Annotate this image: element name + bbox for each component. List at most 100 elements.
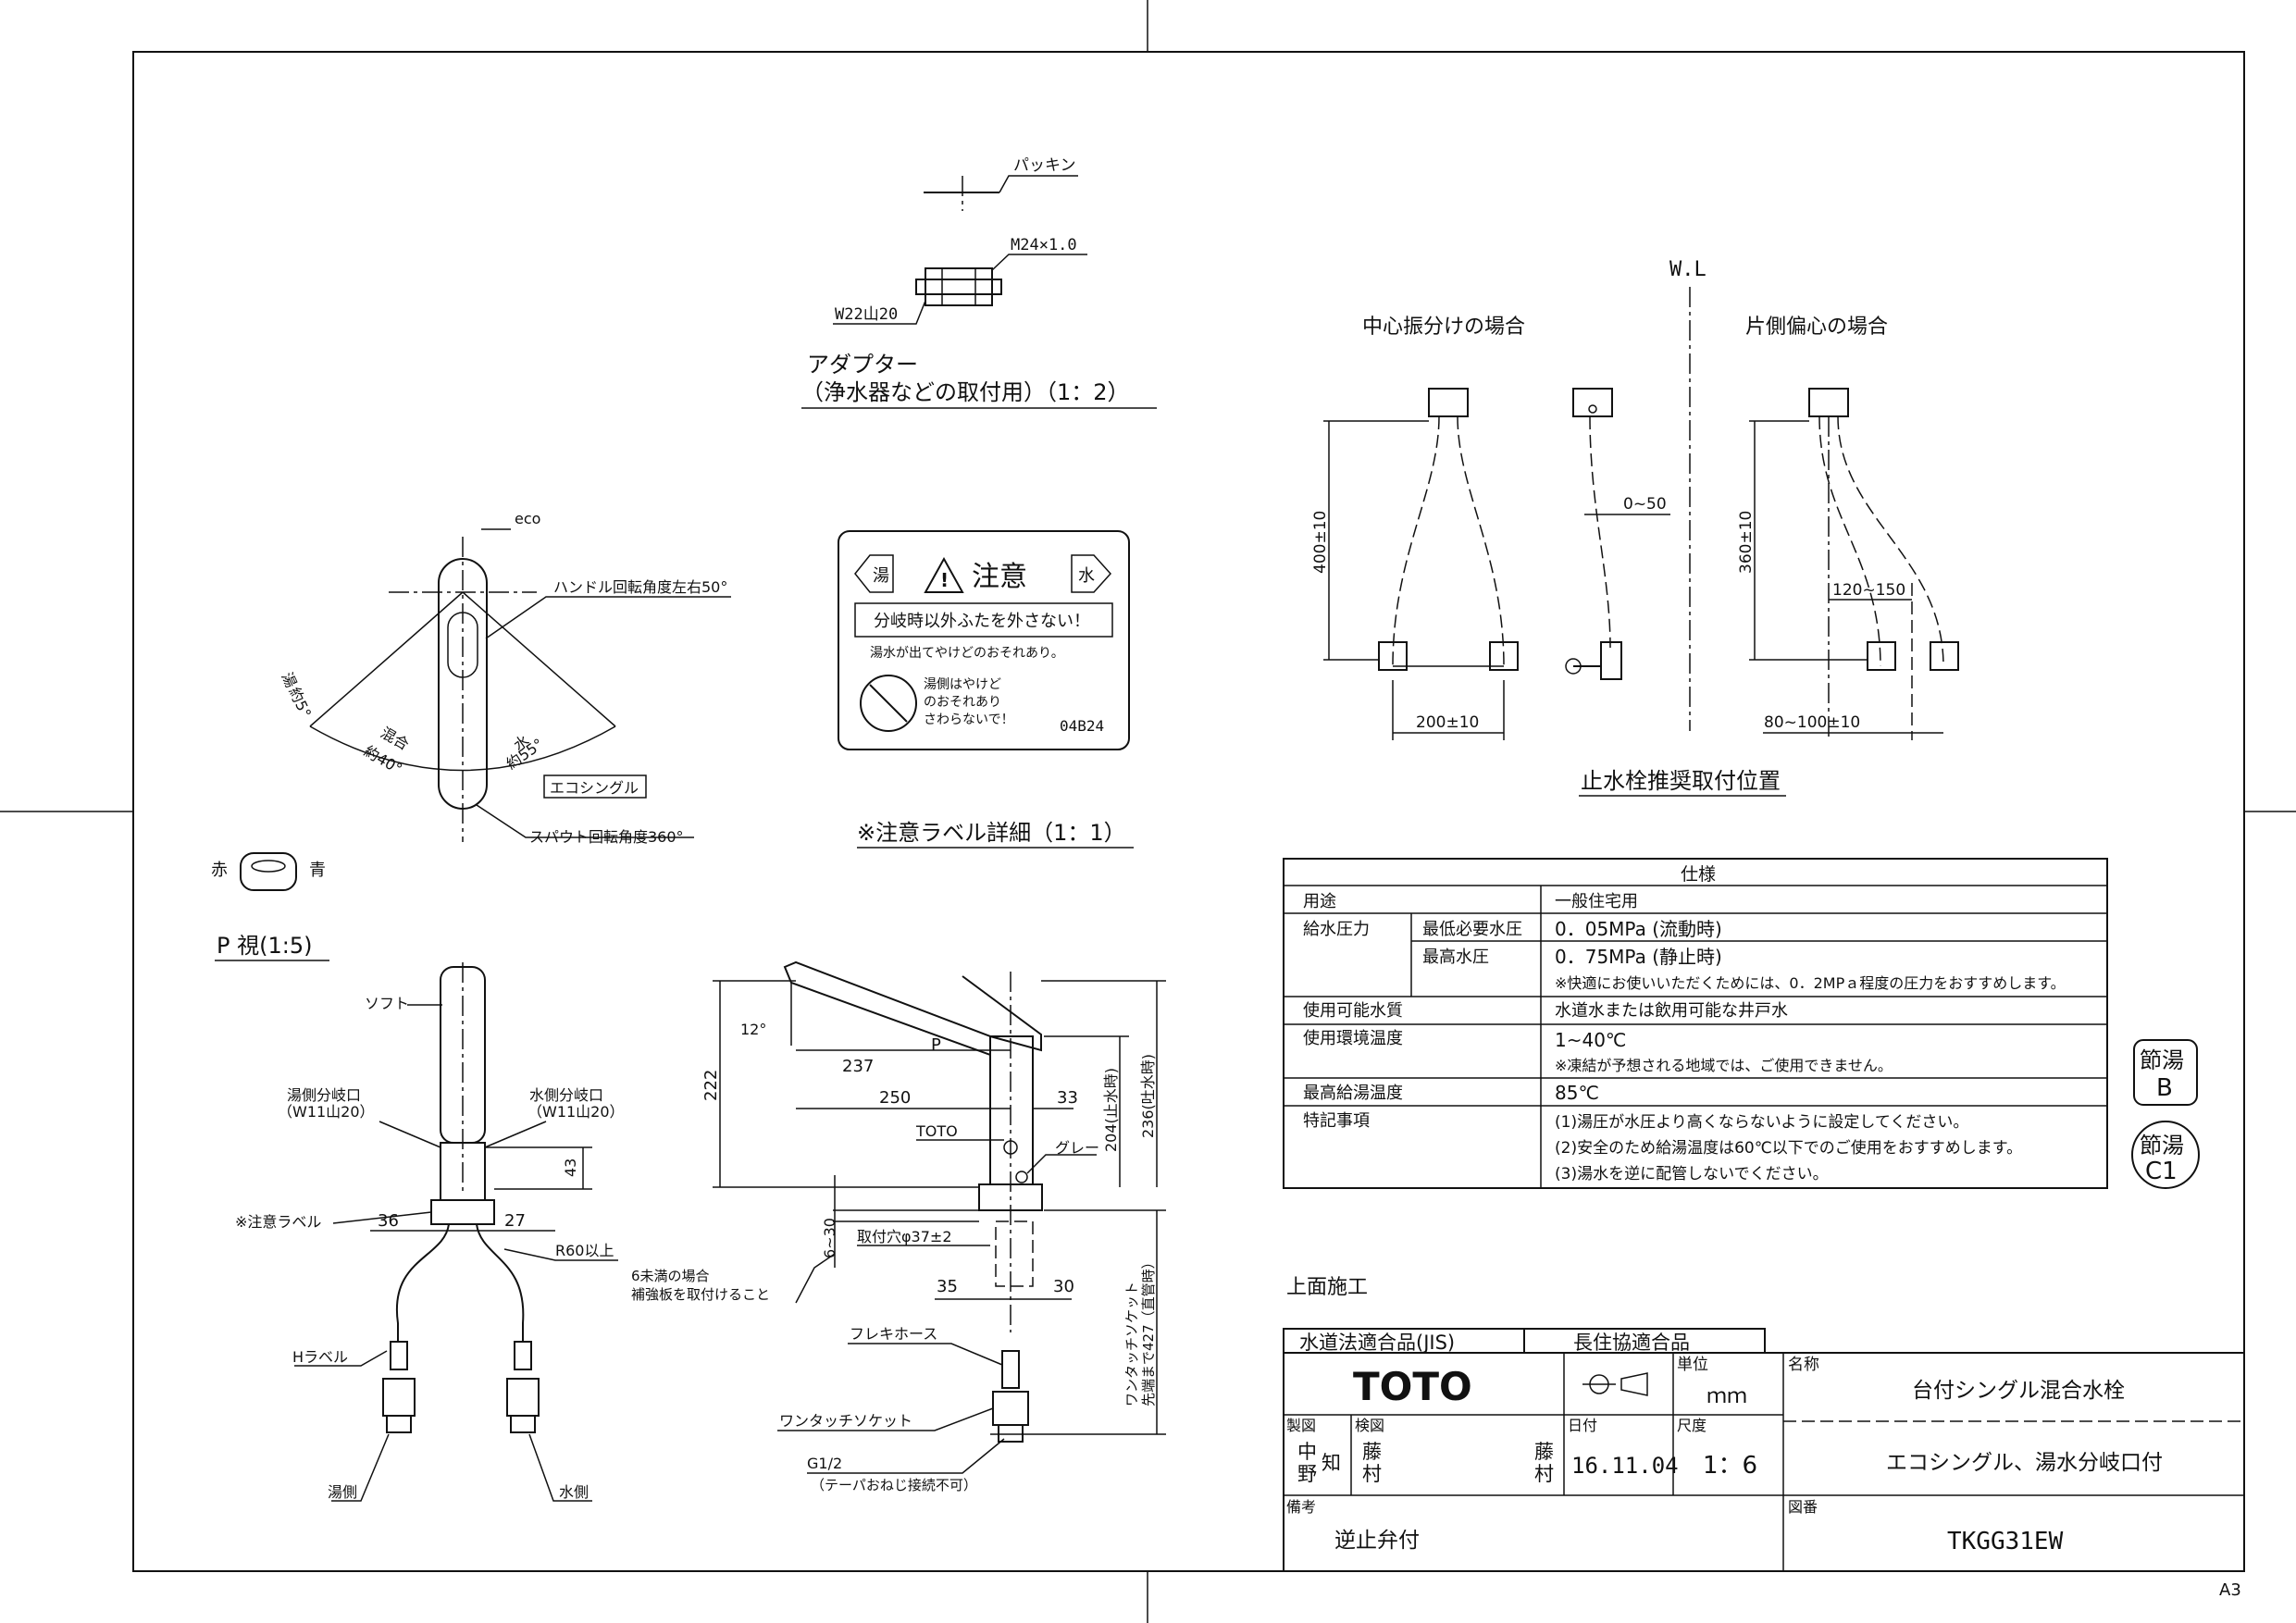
p-view-blue: 青: [309, 861, 326, 880]
scale-label: 尺度: [1677, 1417, 1706, 1434]
note-2: 補強板を取付けること: [631, 1286, 770, 1303]
adapter-title-1: アダプター: [807, 352, 918, 378]
dim-33: 33: [1057, 1088, 1078, 1108]
dim-36: 36: [378, 1211, 399, 1231]
center-valve-right: [1489, 641, 1519, 671]
r60-leader: [503, 1248, 618, 1261]
h-label-leader: [294, 1350, 388, 1367]
center-valve-left: [1378, 641, 1408, 671]
g12-leader: [807, 1438, 1005, 1474]
handle-angle-leader: [485, 596, 731, 639]
unit-label: 単位: [1677, 1356, 1708, 1374]
water-saving-badges: 節湯 B 節湯 C1: [2131, 1039, 2200, 1189]
dim-200: 200±10: [1416, 713, 1479, 732]
wl-label: W.L: [1669, 258, 1706, 281]
p-marker: P: [931, 1035, 941, 1055]
cold-fitting: [506, 1378, 540, 1417]
caution-burn-3: さわらないで！: [924, 712, 1014, 727]
dim-30: 30: [1053, 1277, 1074, 1296]
p-view-red: 赤: [211, 861, 228, 880]
shank-hidden: [995, 1220, 1034, 1287]
cold-branch-leader: [484, 1121, 547, 1148]
spec-value-max: 0．75MPa (静止時): [1555, 946, 1722, 968]
dim-120-150: 120~150: [1832, 581, 1905, 600]
side-socket-nut: [998, 1424, 1024, 1443]
toto-logo: TOTO: [1353, 1364, 1472, 1409]
spec-value-quality: 水道水または飲用可能な井戸水: [1555, 1001, 1788, 1021]
cold-arrow: [1071, 554, 1112, 593]
dim-360: 360±10: [1737, 511, 1756, 574]
cold-hose: [476, 1223, 525, 1342]
badge-c1-grade: C1: [2145, 1158, 2178, 1185]
dim-400: 400±10: [1311, 511, 1330, 574]
side-handle: [962, 975, 1042, 1052]
hot-label: 湯: [278, 670, 300, 691]
hot-fitting-top: [390, 1341, 408, 1370]
offset-faucet-base: [1808, 388, 1849, 417]
spec-header: 仕様: [1681, 864, 1716, 885]
hot-branch-leader: [379, 1121, 441, 1148]
note-1: 6未満の場合: [631, 1268, 710, 1284]
spec-label-env: 使用環境温度: [1303, 1029, 1403, 1048]
socket-dim-2: 先端まで427（直管時）: [1140, 1255, 1157, 1406]
mid-valve-knob: [1565, 658, 1582, 675]
thread-m-label: M24×1.0: [1011, 236, 1077, 254]
front-view: ソフト 湯側分岐口 （W11山20） 水側分岐口 （W11山20） 43 ※注意…: [235, 962, 625, 1502]
warning-box: [854, 602, 1113, 638]
p-view: 赤 青 P 視(1:5): [211, 852, 329, 961]
side-view: 222 12° 237 250 P 33 204(止水時) 236(吐水時) T…: [631, 960, 1166, 1493]
offset-valve-right: [1930, 641, 1959, 671]
caution-note: 湯水が出てやけどのおそれあり。: [870, 645, 1064, 661]
center-hose-right: [1457, 415, 1505, 667]
spec-sub-max: 最高水圧: [1422, 948, 1489, 967]
warning-mark: !: [940, 569, 949, 591]
name-line-1: 台付シングル混合水栓: [1912, 1379, 2125, 1403]
dwg-number: TKGG31EW: [1947, 1528, 2064, 1555]
check-name-4: 村: [1534, 1463, 1554, 1485]
p-view-shape: [240, 852, 297, 891]
offset-case-title: 片側偏心の場合: [1745, 316, 1888, 339]
adapter-detail: パッキン M24×1.0 W22山20 アダプター （浄水器などの取付用）（1：…: [801, 156, 1157, 409]
caution-caption: ※注意ラベル詳細（1：1）: [857, 820, 1126, 846]
drawn-name-2: 野: [1297, 1463, 1317, 1485]
caution-burn-2: のおそれあり: [924, 695, 1001, 710]
drawn-label: 製図: [1286, 1417, 1316, 1434]
cold-branch-spec: （W11山20）: [527, 1103, 625, 1121]
eco-label: eco: [515, 510, 540, 527]
hot-angle-line: [309, 591, 464, 727]
spec-value-min: 0．05MPa (流動時): [1555, 918, 1722, 940]
dim-236: 236(吐水時): [1139, 1054, 1157, 1138]
thread-w-label: W22山20: [835, 305, 898, 324]
title-block-frame: [1283, 1352, 2245, 1572]
badge-b-grade: B: [2156, 1074, 2173, 1102]
check-label: 検図: [1355, 1417, 1384, 1434]
badge-c1-title: 節湯: [2140, 1133, 2184, 1158]
packing-leader: [999, 175, 1078, 193]
jis-label: 水道法適合品(JIS): [1299, 1332, 1455, 1354]
date-value: 16.11.04: [1571, 1453, 1679, 1479]
packing-label: パッキン: [1013, 156, 1076, 175]
thread-m-leader: [991, 254, 1087, 271]
caution-burn-1: 湯側はやけど: [924, 676, 1001, 692]
spec-value-env: 1~40℃: [1555, 1029, 1626, 1051]
dim-12: 12°: [740, 1021, 766, 1038]
spec-value-use: 一般住宅用: [1555, 892, 1638, 911]
cold-side-label: 水側: [559, 1483, 589, 1501]
cold-fitting-top: [514, 1341, 532, 1370]
hot-side-label: 湯側: [328, 1483, 357, 1501]
spec-value-max-temp: 85℃: [1555, 1082, 1599, 1104]
center-hose-left: [1392, 415, 1440, 667]
badge-c1-frame: [2131, 1121, 2200, 1189]
g12-label: G1/2: [807, 1455, 842, 1472]
handle-outline: [438, 558, 488, 810]
scale-value: 1：6: [1703, 1452, 1757, 1480]
h-label: Hラベル: [292, 1348, 348, 1366]
r60-label: R60以上: [555, 1242, 614, 1259]
caution-cold: 水: [1078, 566, 1095, 586]
sheet-size: A3: [2219, 1580, 2241, 1600]
mid-hose: [1589, 415, 1611, 649]
flex-hose-leader: [848, 1343, 1003, 1366]
spec-value-freeze: ※凍結が予想される地域では、ご使用できません。: [1555, 1057, 1893, 1074]
dim-204: 204(止水時): [1102, 1068, 1120, 1152]
spout-angle-label: スパウト回転角度360°: [529, 828, 684, 846]
